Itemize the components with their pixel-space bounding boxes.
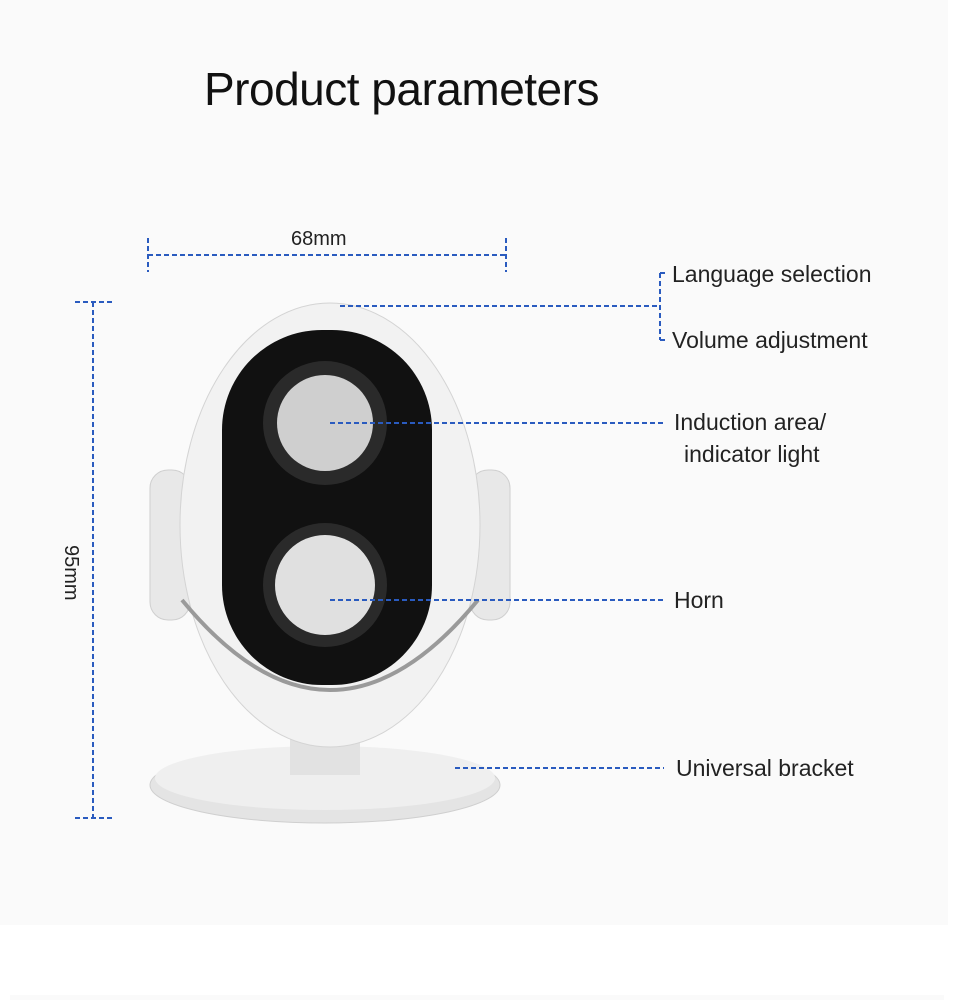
lower-panel (10, 995, 944, 1000)
label-volume-adjustment: Volume adjustment (672, 327, 868, 353)
height-dimension: 95mm (60, 545, 82, 601)
label-induction-area: Induction area/ (674, 409, 827, 435)
page-title: Product parameters (204, 63, 599, 115)
device-illustration (149, 302, 511, 824)
label-language-selection: Language selection (672, 261, 872, 287)
dimension-lines (75, 238, 666, 819)
label-horn: Horn (674, 587, 724, 613)
label-universal-bracket: Universal bracket (676, 755, 854, 781)
width-dimension: 68mm (291, 228, 347, 250)
label-indicator-light: indicator light (684, 441, 820, 467)
